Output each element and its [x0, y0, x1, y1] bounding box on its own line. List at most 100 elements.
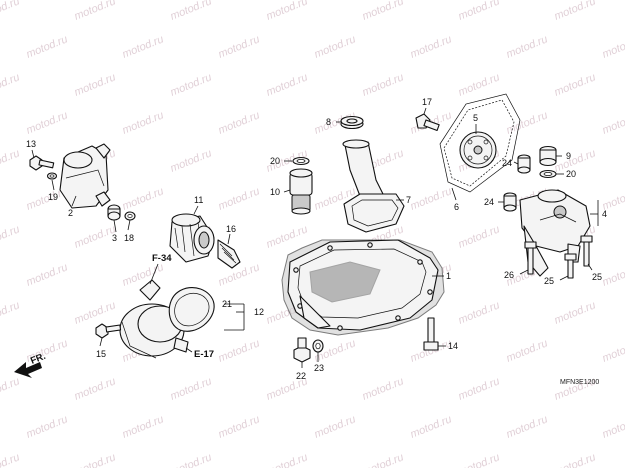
callout-13: 13 [26, 139, 36, 149]
callout-25-right: 25 [592, 272, 602, 282]
oil-pump-sprocket[interactable] [459, 131, 497, 169]
dowel-24-top[interactable] [517, 154, 531, 174]
callout-1: 1 [446, 271, 451, 281]
watermark: motod.ru [0, 451, 21, 468]
o-ring-18[interactable] [124, 211, 136, 221]
oil-filter-bolt[interactable] [217, 239, 241, 269]
watermark: motod.ru [313, 33, 358, 60]
watermark: motod.ru [25, 33, 70, 60]
callout-7: 7 [406, 195, 411, 205]
callout-4: 4 [602, 209, 607, 219]
callout-19: 19 [48, 192, 58, 202]
watermark: motod.ru [73, 0, 118, 23]
callout-20-left: 20 [270, 156, 280, 166]
oil-strainer[interactable] [342, 139, 405, 233]
bolt-25-lower[interactable] [564, 253, 577, 279]
oil-pan[interactable] [281, 239, 445, 336]
oil-pump-drive-chain[interactable] [439, 93, 521, 193]
bolt-13[interactable] [29, 155, 55, 171]
dowel-24-lower[interactable] [503, 192, 517, 212]
callout-labels: 1 2 3 4 5 6 7 8 9 10 11 12 13 14 15 16 1… [26, 97, 607, 381]
oil-cooler-cover[interactable] [59, 143, 111, 209]
watermark: motod.ru [553, 299, 598, 326]
drain-bolt[interactable] [293, 337, 311, 363]
watermark: motod.ru [457, 299, 502, 326]
oil-filter[interactable] [169, 213, 215, 263]
dowel-3[interactable] [107, 204, 121, 221]
oil-cooler-gasket[interactable] [168, 287, 215, 332]
reference-e17-label: E-17 [194, 349, 214, 360]
oil-pump[interactable] [519, 189, 591, 277]
callout-11: 11 [194, 195, 203, 205]
watermark: motod.ru [73, 451, 118, 468]
bolt-15[interactable] [95, 323, 122, 339]
reference-f34-label: F-34 [152, 253, 172, 264]
watermark: motod.ru [217, 261, 262, 288]
watermark: motod.ru [73, 71, 118, 98]
watermark: motod.ru [121, 185, 166, 212]
callout-17: 17 [422, 97, 432, 107]
watermark: motod.ru [361, 0, 406, 23]
watermark: motod.ru [409, 33, 454, 60]
watermark: motod.ru [553, 451, 598, 468]
watermark: motod.ru [0, 375, 21, 402]
callout-10: 10 [270, 187, 280, 197]
callout-18: 18 [124, 233, 134, 243]
watermark: motod.ru [169, 451, 214, 468]
bolt-26[interactable] [524, 241, 537, 275]
watermark: motod.ru [601, 337, 625, 364]
callout-15: 15 [96, 349, 106, 359]
watermark: motod.ru [217, 33, 262, 60]
diagram-code: MFN3E1200 [560, 379, 599, 386]
watermark: motod.ru [169, 0, 214, 23]
oil-cooler[interactable] [119, 279, 189, 359]
watermark: motod.ru [457, 451, 502, 468]
watermark: motod.ru [217, 109, 262, 136]
watermark: motod.ru [601, 33, 625, 60]
callout-23: 23 [314, 363, 324, 373]
reference-e17[interactable]: E-17 [194, 349, 214, 360]
washer-20-left[interactable] [292, 156, 310, 166]
watermark: motod.ru [25, 413, 70, 440]
relief-valve[interactable] [289, 168, 313, 215]
callout-9: 9 [566, 151, 571, 161]
collar-9[interactable] [539, 145, 557, 167]
watermark: motod.ru [457, 223, 502, 250]
direction-label: FR. [29, 351, 47, 367]
callout-24-top: 24 [502, 158, 512, 168]
callout-12: 12 [254, 307, 264, 317]
watermark: motod.ru [265, 71, 310, 98]
watermark: motod.ru [217, 337, 262, 364]
front-direction-arrow: FR. [14, 351, 47, 378]
watermark: motod.ru [505, 33, 550, 60]
callout-21: 21 [222, 299, 232, 309]
reference-f34[interactable]: F-34 [152, 253, 172, 264]
watermark: motod.ru [505, 413, 550, 440]
watermark: motod.ru [505, 337, 550, 364]
callout-26: 26 [504, 270, 514, 280]
bolt-25-right[interactable] [580, 235, 593, 267]
watermark: motod.ru [457, 71, 502, 98]
watermark: motod.ru [0, 0, 21, 23]
watermark: motod.ru [169, 147, 214, 174]
o-ring-20-right[interactable] [539, 169, 557, 179]
sealing-washer-23[interactable] [312, 339, 324, 353]
o-ring-8[interactable] [340, 115, 364, 130]
watermark: motod.ru [265, 0, 310, 23]
watermark: motod.ru [121, 33, 166, 60]
watermark: motod.ru [121, 413, 166, 440]
callout-25-lower: 25 [544, 276, 554, 286]
leader-lines [31, 107, 599, 368]
watermark: motod.ru [313, 413, 358, 440]
watermark: motod.ru [121, 109, 166, 136]
watermark: motod.ru [73, 299, 118, 326]
bolt-14[interactable] [423, 317, 439, 351]
arrow-left-icon [14, 362, 42, 378]
callout-8: 8 [326, 117, 331, 127]
callout-24-lower: 24 [484, 197, 494, 207]
bolt-17[interactable] [415, 113, 440, 131]
watermark: motod.ru [601, 109, 625, 136]
watermark: motod.ru [0, 147, 21, 174]
washer-19[interactable] [46, 172, 58, 180]
